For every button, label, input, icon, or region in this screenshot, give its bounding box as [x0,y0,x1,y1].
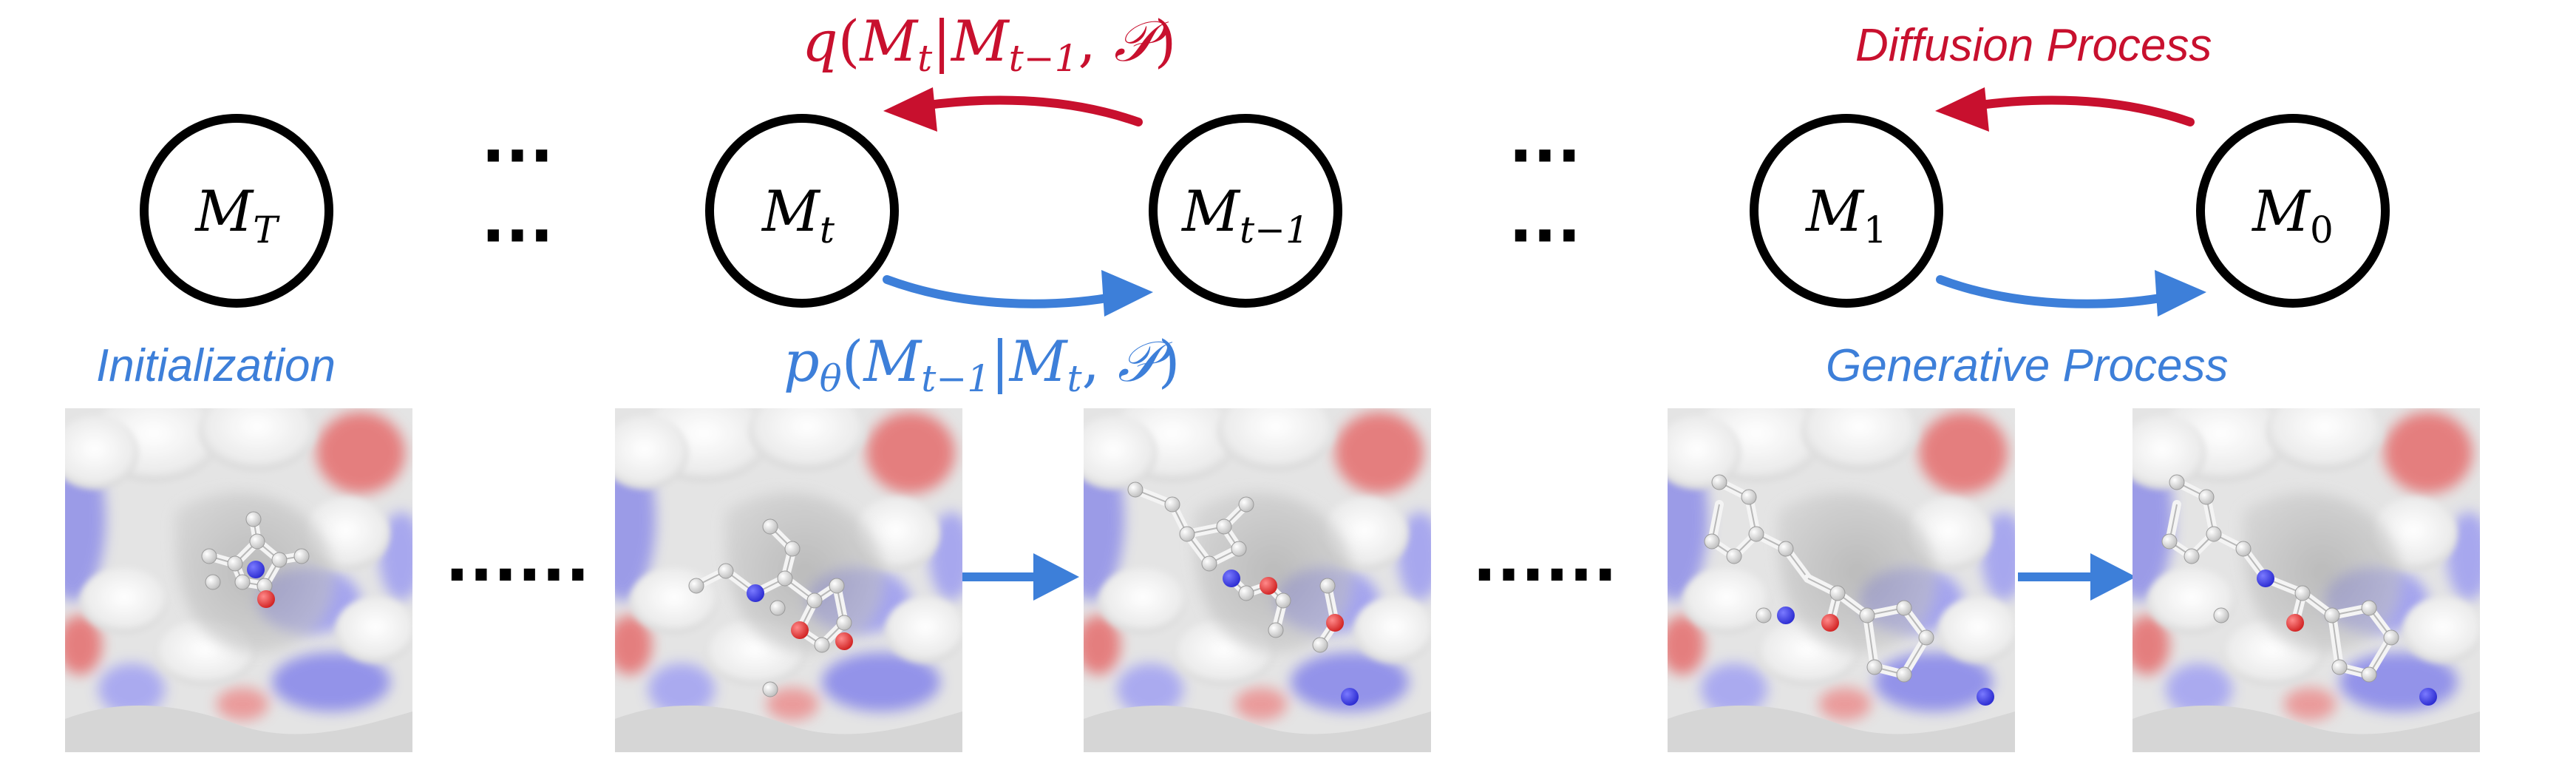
snapshot-intermediate-1 [615,408,962,752]
diffusion-arrow-2 [1960,95,2195,126]
generative-arrowhead-1 [1101,270,1153,317]
diffusion-arrow-1 [908,95,1143,126]
state-label-MT: MT [194,178,280,251]
arrows [883,87,2206,317]
state-node-M0 [2196,114,2390,308]
panel-arrow-2-head [2090,553,2136,601]
initialization-label: Initialization [96,340,336,391]
state-node-M1 [1750,114,1943,308]
dots-bottom: ...... ...... [445,522,1617,596]
dots-bottom-1: ...... [445,522,590,596]
snapshot-initialization [65,408,412,752]
state-label-Mt: Mt [761,178,835,251]
diffusion-process-label: Diffusion Process [1855,20,2212,71]
state-label-M1: M1 [1804,178,1887,251]
state-node-Mt-1 [1149,114,1342,308]
snapshot-panels [65,408,2480,752]
forward-formula: q(Mt|Mt−1, 𝒫) [802,8,1176,80]
state-label-Mt-1: Mt−1 [1180,178,1309,251]
ellipsis-1a: ··· [481,119,554,193]
panel-arrows [961,553,2136,601]
ellipses-top: ··· ··· ··· ··· [481,119,1581,273]
state-label-M0: M0 [2251,178,2334,251]
snapshot-intermediate-2 [1084,408,1431,752]
state-labels: MT Mt Mt−1 M1 M0 [194,178,2333,251]
generative-arrow-2 [1936,275,2178,308]
state-node-MT [140,114,333,308]
ellipsis-2b: ··· [1509,199,1581,273]
diffusion-arrowhead-2 [1935,87,1989,132]
generative-process-label: Generative Process [1826,340,2228,391]
ellipsis-2a: ··· [1509,119,1581,193]
ellipsis-1b: ··· [481,199,554,273]
state-node-Mt [705,114,899,308]
generative-arrow-1 [883,275,1124,308]
generative-arrowhead-2 [2155,270,2206,317]
dots-bottom-2: ...... [1472,522,1617,596]
state-circles [140,114,2390,308]
snapshot-near-final [1668,408,2015,752]
snapshot-final [2132,408,2480,752]
diffusion-arrowhead-1 [883,87,937,132]
panel-arrow-1-head [1033,553,1079,601]
reverse-formula: pθ(Mt−1|Mt, 𝒫) [784,328,1180,400]
